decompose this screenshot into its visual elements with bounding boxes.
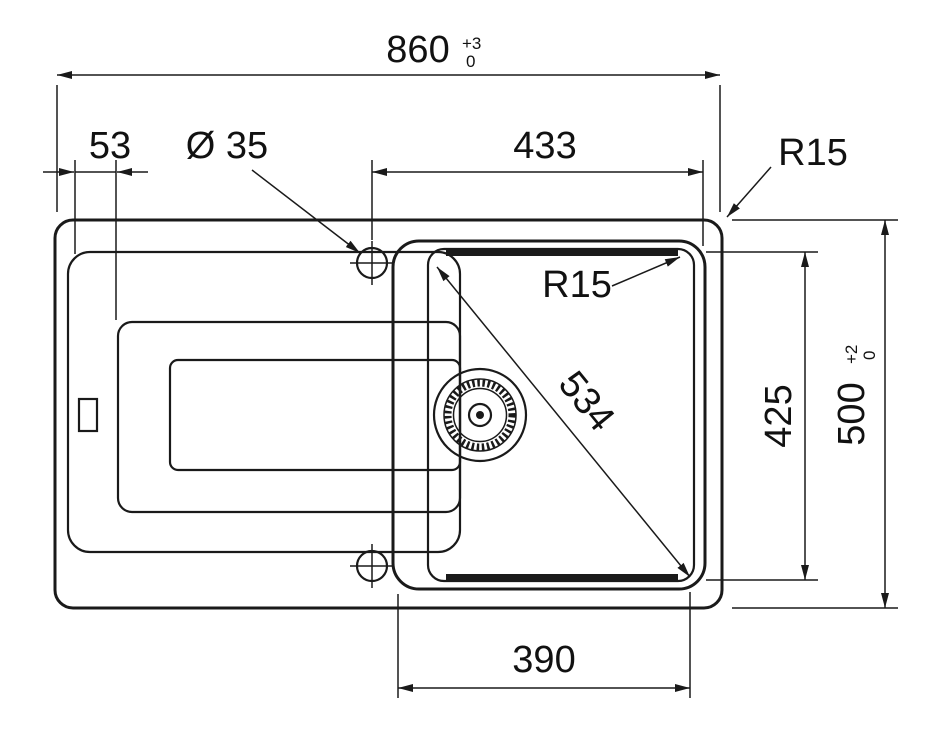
- dim-tap-to-bowl-text: 433: [513, 125, 576, 167]
- bowl-outer-outline: [391, 239, 707, 591]
- sink-body: [53, 218, 724, 610]
- dim-bowl-corner-radius-leader: [611, 256, 681, 287]
- dim-tap-to-bowl: 433: [371, 125, 704, 246]
- dim-bowl-width: 390: [397, 592, 691, 698]
- drain-strainer: [432, 367, 528, 463]
- dim-outer-corner-radius-leader: [726, 166, 772, 218]
- tap-hole-top: [350, 241, 394, 285]
- dim-bowl-depth: 425: [706, 251, 818, 581]
- dim-bowl-corner-radius-text: R15: [542, 264, 612, 306]
- dim-left-offset: 53: [43, 125, 148, 320]
- dim-overall-width-text: 860: [386, 29, 449, 71]
- drainer-outer-ledge: [66, 250, 462, 554]
- dim-overall-depth: 500 +2 0: [732, 219, 898, 609]
- dim-tap-hole: Ø 35: [186, 125, 361, 254]
- dim-bowl-diagonal: 534: [436, 266, 691, 578]
- dim-overall-depth-tol-lower: 0: [860, 351, 879, 360]
- drain-center-dot: [476, 411, 484, 419]
- overflow-slot: [77, 397, 99, 433]
- dim-outer-corner-radius-text: R15: [778, 132, 848, 174]
- dim-tap-hole-text: Ø 35: [186, 125, 268, 167]
- dim-bowl-diagonal-line: [436, 266, 691, 578]
- dim-tap-hole-leader: [251, 169, 361, 254]
- drainer-inner-ledge: [168, 358, 462, 472]
- dim-overall-width: 860 +3 0: [56, 29, 721, 212]
- dim-overall-width-tol-upper: +3: [462, 34, 481, 53]
- tap-hole-bottom: [350, 544, 394, 588]
- dim-left-offset-text: 53: [89, 125, 131, 167]
- dim-bowl-depth-text: 425: [758, 384, 800, 447]
- dim-outer-corner-radius: R15: [726, 132, 848, 218]
- dim-overall-width-tol-lower: 0: [466, 52, 475, 71]
- dim-bowl-diagonal-text: 534: [550, 364, 623, 440]
- dim-bowl-corner-radius: R15: [542, 256, 681, 306]
- sink-outer-outline: [53, 218, 724, 610]
- dim-overall-depth-tol-upper: +2: [842, 345, 861, 364]
- dim-bowl-width-text: 390: [512, 639, 575, 681]
- dim-overall-depth-text: 500: [831, 382, 873, 445]
